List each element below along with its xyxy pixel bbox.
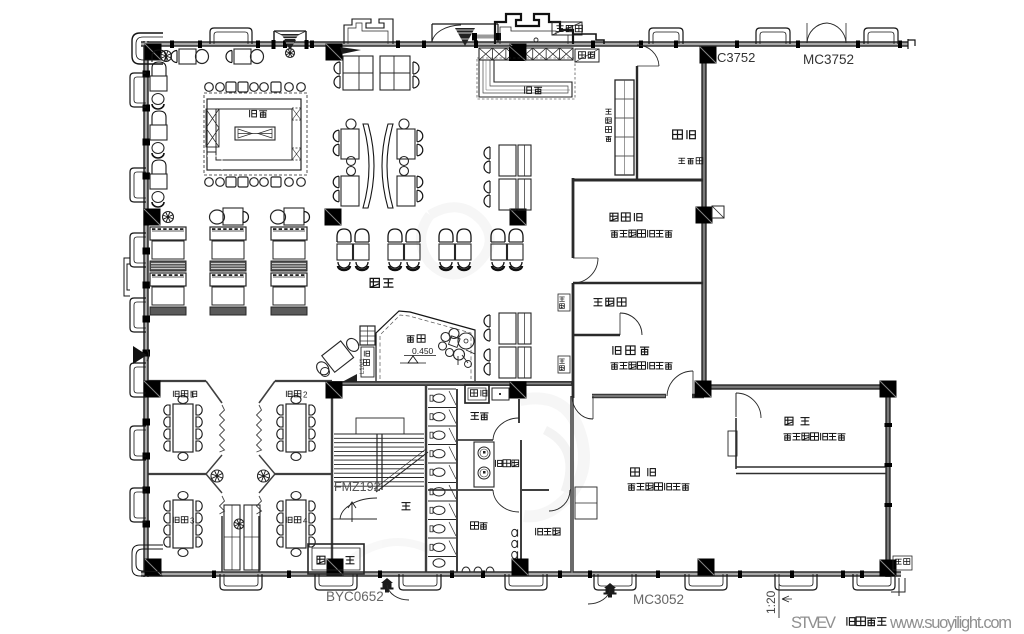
svg-text:4: 4 — [303, 517, 308, 526]
svg-text:MC3052: MC3052 — [633, 592, 684, 607]
svg-text:1: 1 — [190, 391, 195, 400]
svg-text:BYC0652: BYC0652 — [326, 589, 384, 604]
svg-text:FMZ192: FMZ192 — [334, 480, 381, 494]
svg-text:2: 2 — [303, 391, 308, 400]
svg-text:MC3752: MC3752 — [803, 52, 854, 67]
svg-text:C3752: C3752 — [717, 50, 755, 65]
svg-text:1:20: 1:20 — [764, 590, 778, 614]
svg-text:0.450: 0.450 — [412, 346, 434, 356]
svg-text:L1/V1: L1/V1 — [360, 358, 366, 374]
svg-text:STVEV: STVEV — [791, 614, 836, 632]
svg-text:www.suoyilight.com: www.suoyilight.com — [889, 614, 1012, 632]
svg-text:3: 3 — [190, 517, 195, 526]
